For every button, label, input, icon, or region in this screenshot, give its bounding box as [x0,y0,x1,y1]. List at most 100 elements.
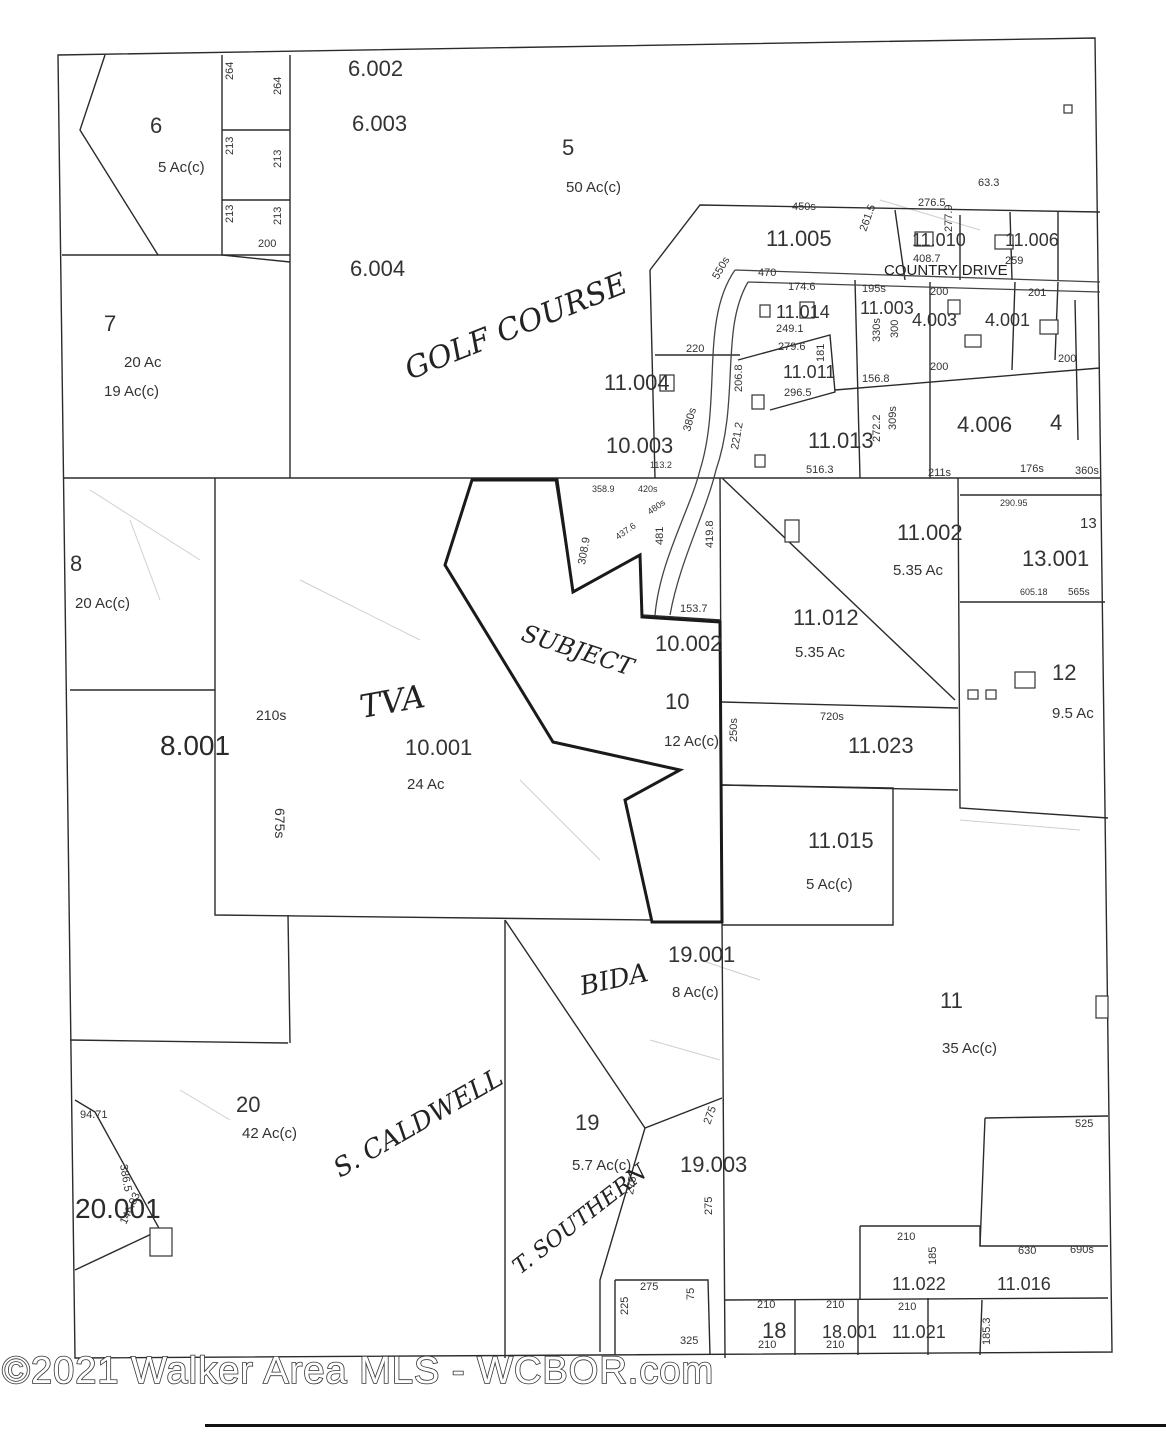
svg-text:200: 200 [1058,353,1076,365]
parcel-10-002: 10.002 [655,631,722,656]
parcel-11-011: 11.011 [783,362,835,382]
svg-text:220: 220 [686,343,704,355]
svg-text:272.2: 272.2 [871,414,883,442]
svg-text:309s: 309s [887,406,899,430]
parcel-11-014: 11.014 [776,302,830,322]
svg-text:481: 481 [654,527,666,545]
svg-text:408.7: 408.7 [913,253,941,265]
parcel-19-acres: 5.7 Ac(c) [572,1157,631,1174]
svg-text:276.5: 276.5 [918,197,946,209]
svg-text:210: 210 [757,1299,775,1311]
tva-note: TVA [357,677,428,726]
svg-text:250s: 250s [728,718,740,742]
parcel-7: 7 [104,311,116,336]
svg-text:275: 275 [702,1105,720,1126]
svg-text:386.5: 386.5 [117,1163,134,1192]
parcel-8-acres: 20 Ac(c) [75,595,130,612]
parcel-19-001-acres: 8 Ac(c) [672,984,719,1001]
parcel-5-acres: 50 Ac(c) [566,179,621,196]
building-footprints [149,104,1109,1257]
parcel-6-004: 6.004 [350,256,405,281]
svg-text:153.7: 153.7 [680,603,708,615]
svg-text:296.5: 296.5 [784,387,812,399]
parcel-11-005: 11.005 [766,226,832,251]
svg-text:210: 210 [898,1301,916,1313]
parcel-8: 8 [70,551,82,576]
svg-text:210: 210 [758,1339,776,1351]
parcel-12: 12 [1052,660,1076,685]
svg-text:181: 181 [815,344,827,362]
parcel-11-006: 11.006 [1005,230,1059,250]
svg-text:450s: 450s [792,201,816,213]
svg-text:605.18: 605.18 [1020,587,1048,597]
svg-text:360s: 360s [1075,465,1099,477]
parcel-20-acres: 42 Ac(c) [242,1125,297,1142]
svg-text:249.1: 249.1 [776,323,804,335]
svg-text:75: 75 [685,1288,697,1300]
parcel-11-023: 11.023 [848,733,914,758]
svg-text:185.3: 185.3 [981,1317,993,1345]
svg-text:358.9: 358.9 [592,484,615,494]
svg-text:200: 200 [930,361,948,373]
svg-text:185: 185 [927,1247,939,1265]
svg-text:420s: 420s [638,484,658,494]
parcel-11-004: 11.004 [604,370,670,395]
svg-text:221.2: 221.2 [729,421,746,450]
parcel-6-003: 6.003 [352,111,407,136]
mls-watermark: ©2021 Walker Area MLS - WCBOR.com [1,1349,715,1393]
parcel-11-021: 11.021 [892,1322,946,1342]
parcel-11: 11 [940,988,963,1013]
svg-text:550s: 550s [710,254,733,281]
svg-text:275: 275 [640,1281,658,1293]
svg-text:210: 210 [897,1231,915,1243]
parcel-7-calc-acres: 19 Ac(c) [104,383,159,400]
parcel-10-acres: 12 Ac(c) [664,733,719,750]
parcel-6-002: 6.002 [348,56,403,81]
parcel-11-012-acres: 5.35 Ac [795,644,846,661]
subject-note: SUBJECT [518,619,639,682]
svg-text:470: 470 [758,267,776,279]
map-outer-border [57,37,1113,1359]
svg-text:279.6: 279.6 [778,341,806,353]
parcel-8-001: 8.001 [160,730,230,761]
parcel-11-010: 11.010 [912,230,966,250]
svg-text:94.71: 94.71 [80,1109,108,1121]
svg-text:206.8: 206.8 [733,364,745,392]
svg-text:213: 213 [272,207,284,225]
svg-text:195s: 195s [862,283,886,295]
svg-text:325: 325 [680,1335,698,1347]
svg-text:259: 259 [1005,255,1023,267]
parcel-20: 20 [236,1092,260,1117]
svg-text:213: 213 [224,137,236,155]
parcel-11-acres: 35 Ac(c) [942,1040,997,1057]
parcel-11-015-acres: 5 Ac(c) [806,876,853,893]
svg-text:516.3: 516.3 [806,464,834,476]
svg-text:437.6: 437.6 [613,521,637,542]
parcel-10: 10 [665,689,689,714]
parcel-13-001: 13.001 [1022,546,1089,571]
svg-text:200: 200 [930,286,948,298]
scan-bottom-edge [205,1424,1166,1427]
parcel-10-001-acres: 24 Ac [407,776,445,793]
parcel-18-001: 18.001 [822,1322,877,1342]
parcel-11-002: 11.002 [897,520,963,545]
parcel-11-012: 11.012 [793,605,859,630]
scan-artifacts [89,199,1081,1121]
svg-text:210: 210 [826,1299,844,1311]
parcel-4-001: 4.001 [985,310,1030,330]
svg-text:565s: 565s [1068,587,1090,598]
country-drive-label: COUNTRY DRIVE [884,262,1008,279]
svg-text:225: 225 [619,1297,631,1315]
parcel-19: 19 [575,1110,599,1135]
parcel-20-001: 20.001 [75,1193,161,1224]
svg-text:213: 213 [224,205,236,223]
svg-text:200: 200 [258,238,276,250]
country-drive-road [654,269,1101,616]
svg-text:264: 264 [272,77,284,95]
svg-text:419.8: 419.8 [704,520,716,548]
parcel-10-001: 10.001 [405,735,472,760]
golf-course-note: GOLF COURSE [400,266,633,387]
s-caldwell-note: S. CALDWELL [329,1063,509,1184]
svg-text:330s: 330s [871,318,883,342]
